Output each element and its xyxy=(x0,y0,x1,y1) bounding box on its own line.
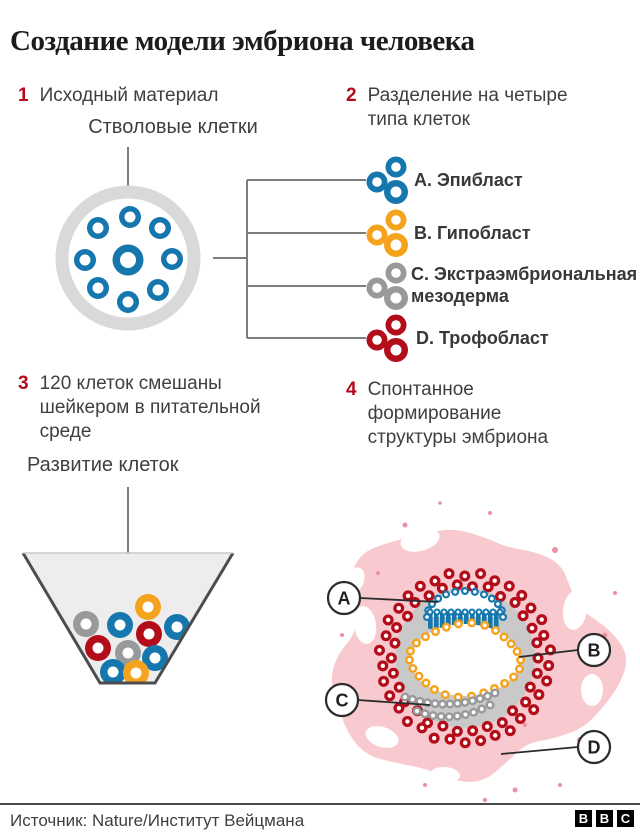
embryo-callouts: A B C D xyxy=(324,580,612,765)
callout-line-d xyxy=(500,746,579,755)
cell-type-label-hypoblast: B. Гипобласт xyxy=(414,223,531,243)
step-1-text: Исходный материал xyxy=(39,85,219,106)
mesoderm-cells-icon xyxy=(366,262,408,310)
embryo-label-d: D xyxy=(576,729,612,765)
cell-type-label-epiblast: A. Эпибласт xyxy=(414,170,523,190)
step-3: 3 120 клеток смешаны шейкером в питатель… xyxy=(18,372,298,444)
stem-cells-label: Стволовые клетки xyxy=(88,116,258,138)
embryo-label-a-letter: A xyxy=(338,589,351,609)
epiblast-cells-icon xyxy=(366,156,408,204)
step-4: 4 Спонтанное формирование структуры эмбр… xyxy=(346,378,606,450)
step-3-number: 3 xyxy=(18,373,29,394)
cell-type-bracket xyxy=(213,179,366,339)
bbc-logo: B B C xyxy=(575,810,634,827)
embryo-diagram: A B C D xyxy=(324,501,627,803)
page-title: Создание модели эмбриона человека xyxy=(10,25,475,58)
step-2-text: Разделение на четыре типа клеток xyxy=(367,85,568,130)
cell-type-label-trophoblast: D. Трофобласт xyxy=(416,328,549,348)
cell-growth-label: Развитие клеток xyxy=(27,454,179,476)
embryo-label-d-letter: D xyxy=(588,738,601,758)
step-4-number: 4 xyxy=(346,379,357,400)
step-1-number: 1 xyxy=(18,85,29,106)
stem-cell-dish xyxy=(55,185,201,331)
cell-type-label-mesoderm: C. Экстраэмбриональная мезодерма xyxy=(411,264,638,306)
embryo-graphic xyxy=(331,501,627,803)
callout-line-a xyxy=(359,597,439,603)
embryo-label-c: C xyxy=(324,682,360,718)
bbc-logo-block-2: B xyxy=(596,810,613,827)
source-credit: Источник: Nature/Институт Вейцмана xyxy=(10,811,305,830)
callout-line-b xyxy=(518,649,579,658)
embryo-label-b: B xyxy=(576,632,612,668)
footer-divider xyxy=(0,803,640,805)
step-3-text: 120 клеток смешаны шейкером в питательно… xyxy=(39,373,261,442)
embryo-label-a: A xyxy=(326,580,362,616)
step-2-number: 2 xyxy=(346,85,357,106)
embryo-label-b-letter: B xyxy=(588,641,601,661)
shaker-funnel xyxy=(21,552,235,685)
bbc-logo-block-3: C xyxy=(617,810,634,827)
trophoblast-cells-icon xyxy=(366,314,408,362)
embryo-label-c-letter: C xyxy=(336,691,349,711)
step-4-text: Спонтанное формирование структуры эмбрио… xyxy=(367,379,549,448)
stem-cell-dish-graphic xyxy=(55,185,201,331)
callout-line-c xyxy=(357,699,431,706)
bbc-logo-block-1: B xyxy=(575,810,592,827)
step-2: 2 Разделение на четыре типа клеток xyxy=(346,84,616,132)
shaker-funnel-graphic xyxy=(21,552,235,685)
hypoblast-cells-icon xyxy=(366,209,408,257)
step-1: 1 Исходный материал xyxy=(18,84,278,108)
